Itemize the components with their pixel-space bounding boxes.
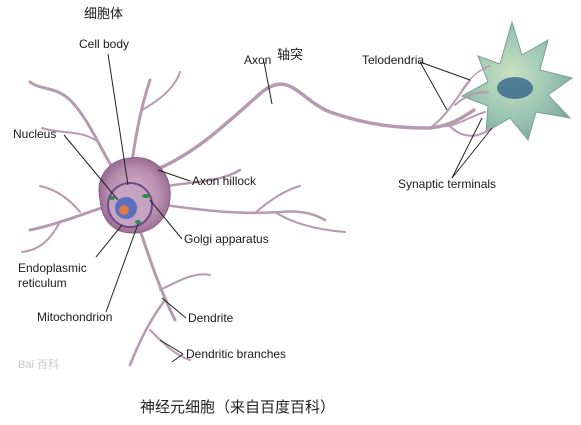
nucleolus	[119, 205, 129, 215]
figure-caption: 神经元细胞（来自百度百科）	[140, 398, 335, 416]
watermark: Bai 百科	[18, 357, 59, 371]
leader-lines	[63, 53, 493, 363]
mitochondrion	[135, 220, 141, 224]
dendritic-branches-label: Dendritic branches	[186, 347, 286, 361]
axon-cn-label: 轴突	[277, 47, 303, 63]
golgi-apparatus-label: Golgi apparatus	[184, 232, 269, 246]
mitochondrion	[109, 196, 115, 200]
nucleus-label: Nucleus	[13, 127, 56, 141]
target-cell	[460, 20, 574, 142]
telodendria-branches	[429, 65, 493, 137]
dendrite-label: Dendrite	[188, 311, 234, 325]
axon-fiber	[158, 82, 476, 170]
telodendria-label: Telodendria	[362, 53, 424, 67]
cell-body-cn-label: 细胞体	[84, 7, 123, 22]
endoplasmic-reticulum-label-line1: Endoplasmic	[18, 261, 87, 275]
cell-body-label: Cell body	[79, 37, 129, 51]
golgi-apparatus	[142, 194, 150, 198]
cell-body	[98, 157, 171, 234]
axon-label: Axon	[244, 53, 271, 67]
mitochondrion-label: Mitochondrion	[37, 310, 112, 324]
endoplasmic-reticulum-label-line2: reticulum	[18, 276, 67, 290]
target-nucleus	[497, 77, 533, 99]
axon-hillock-label: Axon hillock	[192, 174, 257, 188]
dendrites	[21, 71, 346, 367]
synaptic-terminals-label: Synaptic terminals	[398, 177, 496, 191]
